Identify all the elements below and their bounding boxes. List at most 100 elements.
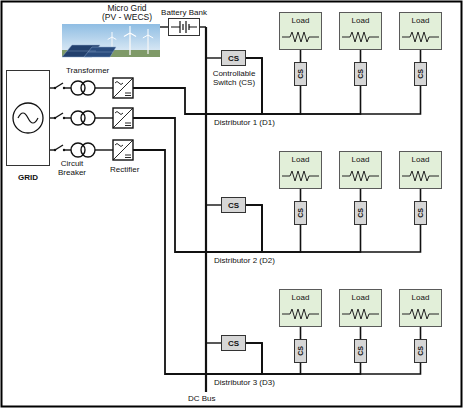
node-text: CS (417, 346, 425, 356)
rectifier-diagonal (113, 108, 133, 128)
node-text: CS (297, 69, 305, 79)
feeder-wire (300, 189, 302, 201)
resistor-zigzag (402, 32, 439, 42)
load-switch: CS (294, 201, 307, 225)
load-switch: CS (354, 62, 367, 86)
load-box: Load (279, 151, 322, 189)
feeder-wire (300, 327, 302, 339)
battery-box (168, 18, 200, 36)
node-text: Load (352, 155, 370, 164)
rectifier-diagonal (113, 78, 133, 98)
wiring (50, 27, 262, 392)
distributor-line (133, 88, 262, 114)
resistor-symbol (342, 30, 379, 44)
node-text: CS (297, 208, 305, 218)
dc-sign (125, 93, 131, 96)
load-switch: CS (354, 339, 367, 363)
turbine-tower (147, 35, 148, 54)
node-text: Load (292, 155, 310, 164)
load-box: Load (399, 151, 442, 189)
feeder-wire (246, 343, 421, 374)
resistor-symbol (402, 307, 439, 321)
resistor-zigzag (402, 309, 439, 319)
load-box: Load (339, 151, 382, 189)
node-text: CS (228, 201, 239, 210)
part-label: Circuit Breaker (54, 159, 90, 177)
load-switch: CS (414, 339, 427, 363)
load-switch: CS (294, 62, 307, 86)
part-label: Controllable Switch (CS) (210, 69, 258, 87)
turbine-blades (108, 32, 117, 40)
feeder-wire (360, 189, 362, 201)
feeder-wire (246, 343, 301, 374)
turbine-blades (143, 29, 153, 38)
resistor-zigzag (342, 171, 379, 181)
feeder-wire (246, 205, 301, 252)
breaker-contact (54, 87, 56, 89)
load-box: Load (279, 289, 322, 327)
resistor-zigzag (282, 309, 319, 319)
node-text: CS (357, 208, 365, 218)
part-label: Transformer (66, 66, 109, 75)
ac-sign (115, 144, 123, 147)
resistor-symbol (342, 169, 379, 183)
feeder-wire (246, 205, 361, 252)
load-switch: CS (354, 201, 367, 225)
node-text: Load (352, 293, 370, 302)
node-text: Battery Bank (161, 8, 207, 18)
transformer-coil (81, 111, 95, 125)
feeder-wire (360, 50, 362, 62)
grid-wire (95, 87, 113, 88)
feeder-wire (420, 189, 422, 201)
breaker-contact (54, 149, 56, 151)
distributor-label: Distributor 2 (D2) (214, 256, 275, 265)
grid-box (6, 70, 50, 166)
battery-symbol (169, 19, 199, 35)
dc-sign (125, 123, 131, 126)
breaker-contact (63, 117, 65, 119)
rectifier-symbol (113, 108, 133, 128)
breaker-symbol (55, 83, 63, 88)
resistor-symbol (282, 307, 319, 321)
feeder-wire (300, 50, 302, 62)
resistor-zigzag (402, 171, 439, 181)
bus-switch-wire (206, 57, 221, 58)
bus-switch-wire (206, 204, 221, 205)
breaker-contacts (54, 87, 65, 151)
breaker-contact (63, 149, 65, 151)
load-switch: CS (414, 201, 427, 225)
part-label: Micro Grid (PV - WECS) (100, 4, 154, 22)
breaker-contact (63, 87, 65, 89)
node-text: Load (412, 155, 430, 164)
load-switch: CS (294, 339, 307, 363)
resistor-symbol (402, 30, 439, 44)
feeder-wire (246, 58, 361, 114)
resistor-zigzag (282, 32, 319, 42)
battery-bank: Battery Bank (160, 8, 208, 36)
resistor-zigzag (342, 309, 379, 319)
battery-cells (171, 21, 197, 33)
node-text: GRID (18, 173, 38, 183)
bus-switch-wire (206, 342, 221, 343)
ac-sign (115, 82, 123, 85)
node-text: Load (412, 293, 430, 302)
load-box: Load (279, 12, 322, 50)
turbine-blades (124, 26, 136, 37)
photo-sky (62, 24, 160, 57)
dc-bus-line (205, 27, 207, 392)
node-text: CS (228, 339, 239, 348)
source-circle (13, 103, 43, 133)
resistor-zigzag (342, 32, 379, 42)
microgrid-photo (62, 24, 160, 57)
node-text: Load (292, 16, 310, 25)
feeder-wire (246, 205, 421, 252)
breaker-symbol (55, 113, 63, 118)
node-text: Load (352, 16, 370, 25)
solar-panel (84, 47, 116, 57)
ac-sign (115, 112, 123, 115)
node-text: CS (357, 346, 365, 356)
controllable-switch: CS (221, 50, 246, 66)
breaker-symbol (55, 145, 63, 150)
sine-wave (18, 113, 38, 123)
